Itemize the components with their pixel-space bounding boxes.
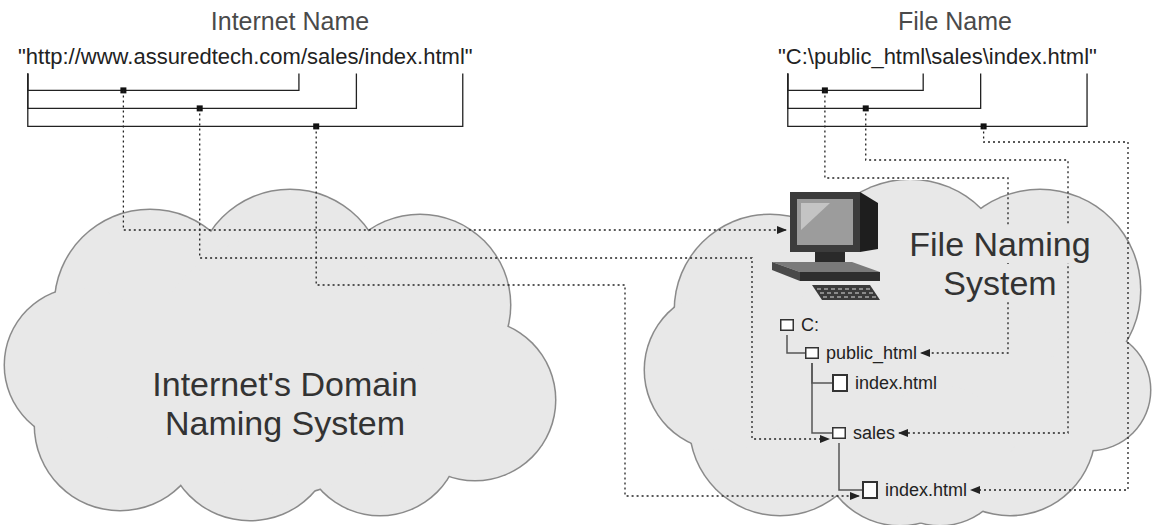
key — [834, 292, 838, 294]
file-name: "C:\public_html\sales\index.html" — [778, 44, 1097, 70]
bracket-tick — [863, 105, 869, 111]
key — [862, 292, 866, 294]
bracket-tick — [822, 87, 828, 93]
key — [837, 296, 841, 298]
base-unit-front — [800, 272, 880, 281]
leader-line — [123, 90, 786, 230]
key — [823, 296, 827, 298]
tree-label: public_html — [826, 343, 917, 363]
cloud-lobe — [5, 288, 159, 442]
cloud-fill — [5, 190, 555, 520]
file-icon — [832, 374, 848, 392]
key — [848, 292, 852, 294]
cloud-border — [4, 189, 557, 522]
icon-outline — [806, 348, 819, 359]
key — [858, 296, 862, 298]
monitor-body — [790, 192, 860, 252]
bracket — [28, 73, 463, 126]
folder-item: public_html — [805, 343, 917, 363]
heading: Internet Name — [140, 6, 440, 36]
icon-outline — [781, 320, 794, 331]
key — [855, 292, 859, 294]
icon-outline — [863, 482, 877, 498]
keyboard-keys — [817, 288, 876, 298]
key — [831, 288, 835, 290]
key — [830, 296, 834, 298]
icon-outline — [833, 428, 846, 439]
key — [824, 288, 828, 290]
cloud-title: File Naming System — [909, 225, 1090, 302]
key — [820, 292, 824, 294]
file-icon — [862, 481, 878, 499]
internet-name: "http://www.assuredtech.com/sales/index.… — [18, 44, 473, 70]
cloud-border — [644, 180, 1152, 525]
bracket — [28, 73, 357, 108]
heading: File Name — [805, 6, 1105, 36]
key — [844, 296, 848, 298]
folder-item: sales — [832, 423, 895, 443]
cloud-fill — [645, 180, 1150, 525]
bracket-group — [28, 73, 1087, 129]
key — [817, 288, 821, 290]
cloud-region: C: public_html index.html sales index.html Fi… — [640, 180, 1155, 525]
monitor-screen — [797, 199, 853, 245]
file-item: index.html — [862, 480, 967, 500]
bracket — [788, 73, 981, 108]
key — [827, 292, 831, 294]
folder-icon — [832, 427, 846, 439]
tree-label: index.html — [855, 373, 937, 393]
cloud-text-box: Internet's Domain Naming System — [95, 365, 475, 443]
key — [866, 288, 870, 290]
folder-icon — [805, 347, 819, 359]
bracket-tick — [120, 87, 126, 93]
file-item: index.html — [832, 373, 937, 393]
key — [838, 288, 842, 290]
bracket — [788, 73, 923, 90]
key — [852, 288, 856, 290]
keyboard — [812, 285, 880, 300]
cloud-outline — [0, 185, 570, 525]
bracket-tick — [981, 123, 987, 129]
key — [859, 288, 863, 290]
bracket-tick — [197, 105, 203, 111]
bracket-tick — [313, 123, 319, 129]
tree-label: index.html — [885, 480, 967, 500]
icon-outline — [833, 375, 847, 391]
key — [845, 288, 849, 290]
key — [851, 296, 855, 298]
tree-label: sales — [853, 423, 895, 443]
bracket — [788, 73, 1087, 126]
bracket — [28, 73, 299, 90]
cloud-lobe — [870, 385, 1010, 525]
folder-icon — [780, 319, 794, 331]
screen-glare — [801, 203, 830, 230]
cloud-title: Internet's Domain Naming System — [152, 365, 417, 442]
folder-item: C: — [780, 315, 819, 335]
key — [872, 296, 876, 298]
cloud-region: Internet's Domain Naming System — [0, 185, 570, 525]
cloud-text-box: File Naming System — [865, 225, 1135, 303]
monitor-stand — [815, 252, 845, 262]
key — [865, 296, 869, 298]
key — [841, 292, 845, 294]
tree-label: C: — [801, 315, 819, 335]
key — [869, 292, 873, 294]
